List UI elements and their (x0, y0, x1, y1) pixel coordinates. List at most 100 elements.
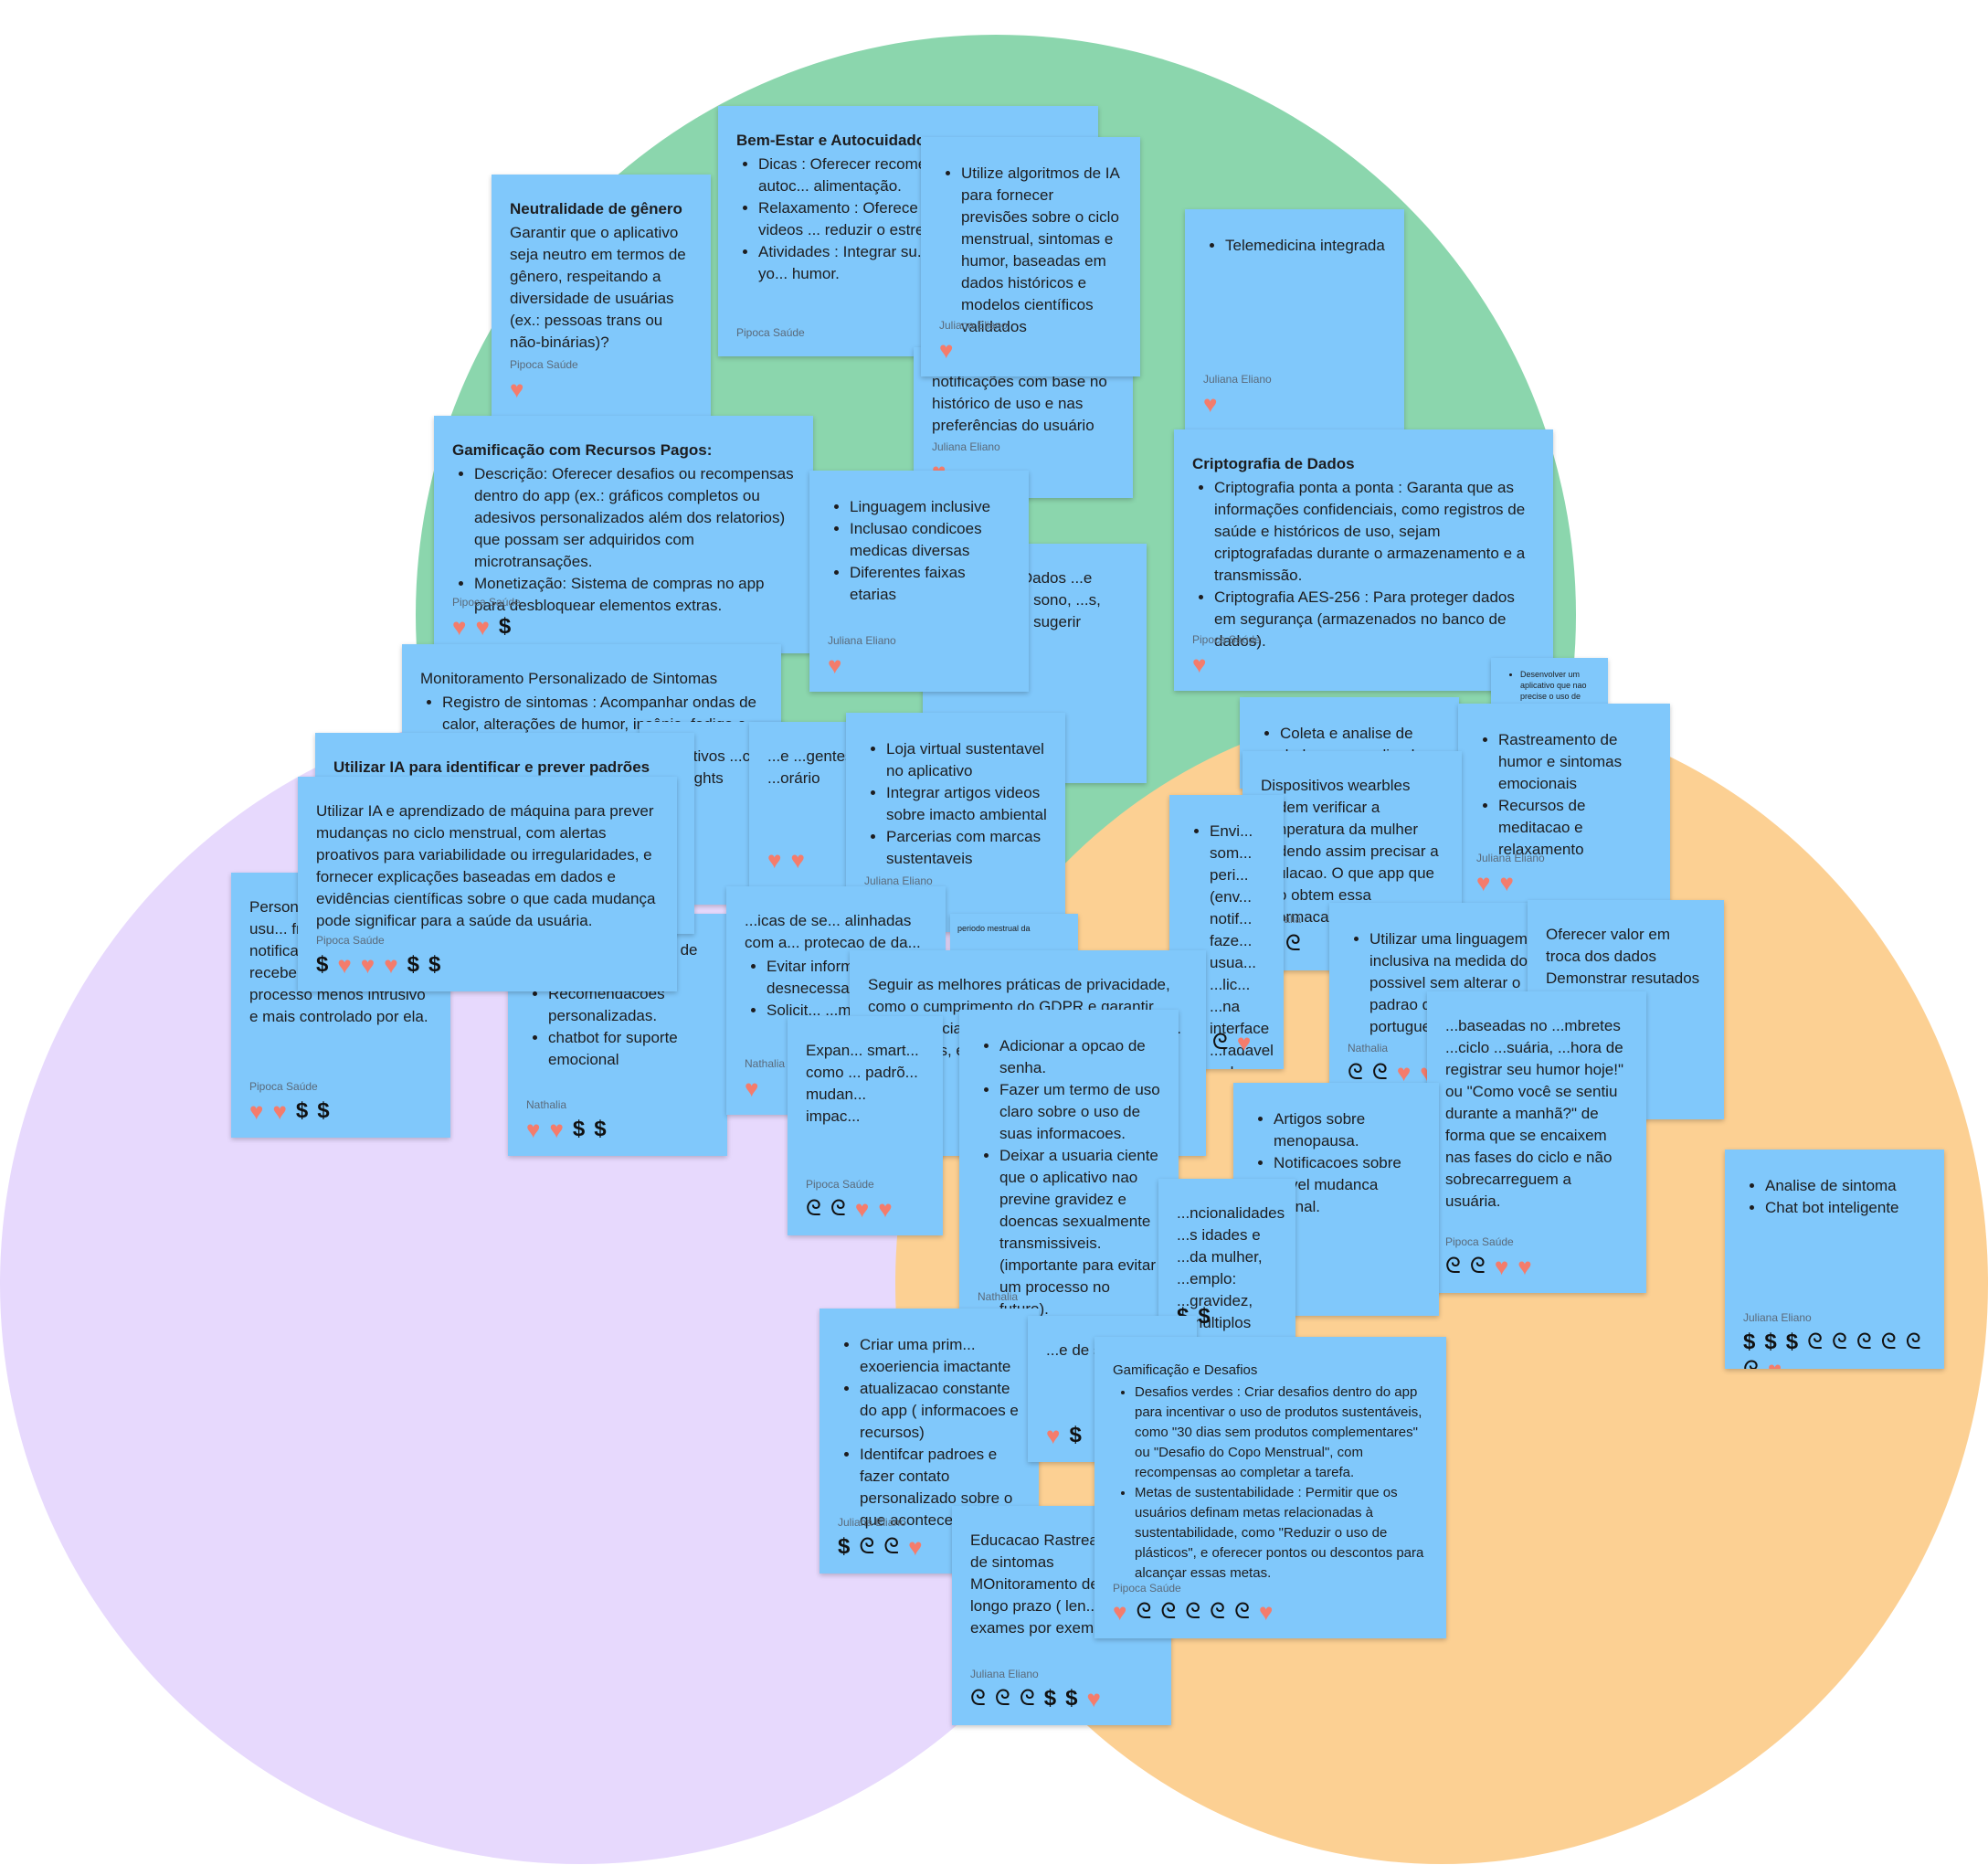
dollar-icon[interactable]: $ (1043, 1686, 1057, 1711)
muscle-icon[interactable]: ᘓ (859, 1534, 875, 1559)
dollar-icon[interactable]: $ (594, 1117, 607, 1141)
heart-icon[interactable]: ♥ (337, 951, 352, 979)
heart-icon[interactable]: ♥ (1258, 1598, 1274, 1626)
muscle-icon[interactable]: ᘓ (1831, 1330, 1847, 1354)
note-reactions: ♥ ♥ $ $ (249, 1097, 438, 1129)
heart-icon[interactable]: ♥ (452, 613, 467, 641)
heart-icon[interactable]: ♥ (272, 1097, 287, 1125)
sticky-note[interactable]: Loja virtual sustentavel no aplicativoIn… (846, 713, 1065, 932)
dollar-icon[interactable]: $ (838, 1534, 851, 1559)
muscle-icon[interactable]: ᘓ (1234, 1599, 1250, 1624)
heart-icon[interactable]: ♥ (1768, 1356, 1782, 1369)
muscle-icon[interactable]: ᘓ (1469, 1254, 1486, 1278)
sticky-note[interactable]: Utilize algoritmos de IA para fornecer p… (921, 137, 1140, 376)
dollar-icon[interactable]: $ (407, 952, 420, 977)
muscle-icon[interactable]: ᘓ (1743, 1356, 1759, 1369)
sticky-note[interactable]: Utilizar IA e aprendizado de máquina par… (298, 777, 677, 991)
heart-icon[interactable]: ♥ (908, 1533, 923, 1561)
heart-icon[interactable]: ♥ (745, 1075, 759, 1102)
dollar-icon[interactable]: $ (1785, 1330, 1799, 1354)
sticky-note[interactable]: Linguagem inclusiveInclusao condicoes me… (809, 471, 1029, 692)
sticky-note[interactable]: Rastreamento de humor e sintomas emocion… (1458, 704, 1670, 909)
sticky-note[interactable]: periodo mestrual da (950, 914, 1078, 950)
note-bullet-item: Recursos de meditacao e relaxamento (1498, 795, 1652, 861)
muscle-icon[interactable]: ᘓ (1445, 1254, 1461, 1278)
heart-icon[interactable]: ♥ (1203, 390, 1218, 418)
muscle-icon[interactable]: ᘓ (806, 1196, 821, 1221)
muscle-icon[interactable]: ᘓ (1285, 931, 1301, 956)
note-text: periodo mestrual da (957, 924, 1031, 933)
dollar-icon[interactable]: $ (498, 614, 512, 639)
dollar-icon[interactable]: $ (1069, 1423, 1082, 1447)
sticky-note[interactable]: Gamificação e DesafiosDesafios verdes : … (1094, 1337, 1446, 1638)
heart-icon[interactable]: ♥ (549, 1116, 564, 1143)
heart-icon[interactable]: ♥ (854, 1195, 870, 1223)
heart-icon[interactable]: ♥ (790, 846, 805, 874)
heart-icon[interactable]: ♥ (1192, 651, 1207, 678)
dollar-icon[interactable]: $ (316, 952, 329, 977)
sticky-note[interactable]: ...baseadas no ...mbretes ...ciclo ...su… (1427, 991, 1646, 1293)
heart-icon[interactable]: ♥ (360, 951, 375, 979)
muscle-icon[interactable]: ᘓ (970, 1686, 986, 1711)
heart-icon[interactable]: ♥ (1236, 1029, 1252, 1056)
heart-icon[interactable]: ♥ (526, 1116, 541, 1143)
muscle-icon[interactable]: ᘓ (830, 1196, 846, 1221)
sticky-note[interactable]: Analise de sintomaChat bot inteligenteJu… (1725, 1150, 1944, 1369)
note-text: Garantir que o aplicativo seja neutro em… (510, 224, 686, 351)
note-bullet-list: Telemedicina integrada (1203, 235, 1386, 257)
muscle-icon[interactable]: ᘓ (1880, 1330, 1897, 1354)
muscle-icon[interactable]: ᘓ (1371, 1060, 1388, 1085)
heart-icon[interactable]: ♥ (1494, 1253, 1509, 1280)
dollar-icon[interactable]: $ (572, 1117, 586, 1141)
muscle-icon[interactable]: ᘓ (1210, 1599, 1226, 1624)
dollar-icon[interactable]: $ (317, 1098, 330, 1123)
heart-icon[interactable]: ♥ (939, 336, 954, 364)
note-bullet-item: Envi... som... peri... (env... notif... … (1210, 821, 1274, 1069)
dollar-icon[interactable]: $ (1743, 1330, 1756, 1354)
muscle-icon[interactable]: ᘓ (1807, 1330, 1823, 1354)
note-bullet-item: Diferentes faixas etarias (850, 562, 1010, 606)
heart-icon[interactable]: ♥ (1113, 1598, 1127, 1626)
muscle-icon[interactable]: ᘓ (1905, 1330, 1921, 1354)
muscle-icon[interactable]: ᘓ (1211, 1030, 1228, 1054)
heart-icon[interactable]: ♥ (767, 846, 782, 874)
muscle-icon[interactable]: ᘓ (1856, 1330, 1872, 1354)
dollar-icon[interactable]: $ (1764, 1330, 1777, 1354)
sticky-note[interactable]: Criptografia de DadosCriptografia ponta … (1174, 429, 1553, 691)
muscle-icon[interactable]: ᘓ (994, 1686, 1010, 1711)
note-text: notificações com base no histórico de us… (932, 373, 1107, 434)
sticky-note[interactable]: Expan... smart... como ... padrõ... muda… (788, 1016, 943, 1235)
muscle-icon[interactable]: ᘓ (1185, 1599, 1201, 1624)
muscle-icon[interactable]: ᘓ (883, 1534, 900, 1559)
heart-icon[interactable]: ♥ (510, 376, 524, 403)
muscle-icon[interactable]: ᘓ (1348, 1060, 1363, 1085)
heart-icon[interactable]: ♥ (1046, 1422, 1061, 1449)
sticky-note[interactable]: Gamificação com Recursos Pagos:Descrição… (434, 416, 813, 653)
sticky-note[interactable]: Desenvolver um aplicativo que nao precis… (1491, 658, 1608, 708)
heart-icon[interactable]: ♥ (249, 1097, 264, 1125)
note-bullet-item: Linguagem inclusive (850, 496, 1010, 518)
heart-icon[interactable]: ♥ (1396, 1059, 1412, 1086)
heart-icon[interactable]: ♥ (1499, 869, 1514, 896)
sticky-note[interactable]: Adicionar a opcao de senha.Fazer um term… (959, 1010, 1179, 1348)
heart-icon[interactable]: ♥ (878, 1195, 893, 1223)
note-reactions: ♥♥ (1476, 869, 1657, 900)
muscle-icon[interactable]: ᘓ (1019, 1686, 1035, 1711)
heart-icon[interactable]: ♥ (1476, 869, 1491, 896)
dollar-icon[interactable]: $ (295, 1098, 309, 1123)
heart-icon[interactable]: ♥ (828, 652, 842, 679)
heart-icon[interactable]: ♥ (1517, 1253, 1532, 1280)
note-text: Monitoramento Personalizado de Sintomas (420, 670, 718, 687)
muscle-icon[interactable]: ᘓ (1160, 1599, 1177, 1624)
dollar-icon[interactable]: $ (1198, 1304, 1211, 1329)
heart-icon[interactable]: ♥ (384, 951, 398, 979)
dollar-icon[interactable]: $ (1065, 1686, 1078, 1711)
heart-icon[interactable]: ♥ (1086, 1685, 1101, 1712)
heart-icon[interactable]: ♥ (475, 613, 490, 641)
muscle-icon[interactable]: ᘓ (1136, 1599, 1152, 1624)
dollar-icon[interactable]: $ (428, 952, 441, 977)
